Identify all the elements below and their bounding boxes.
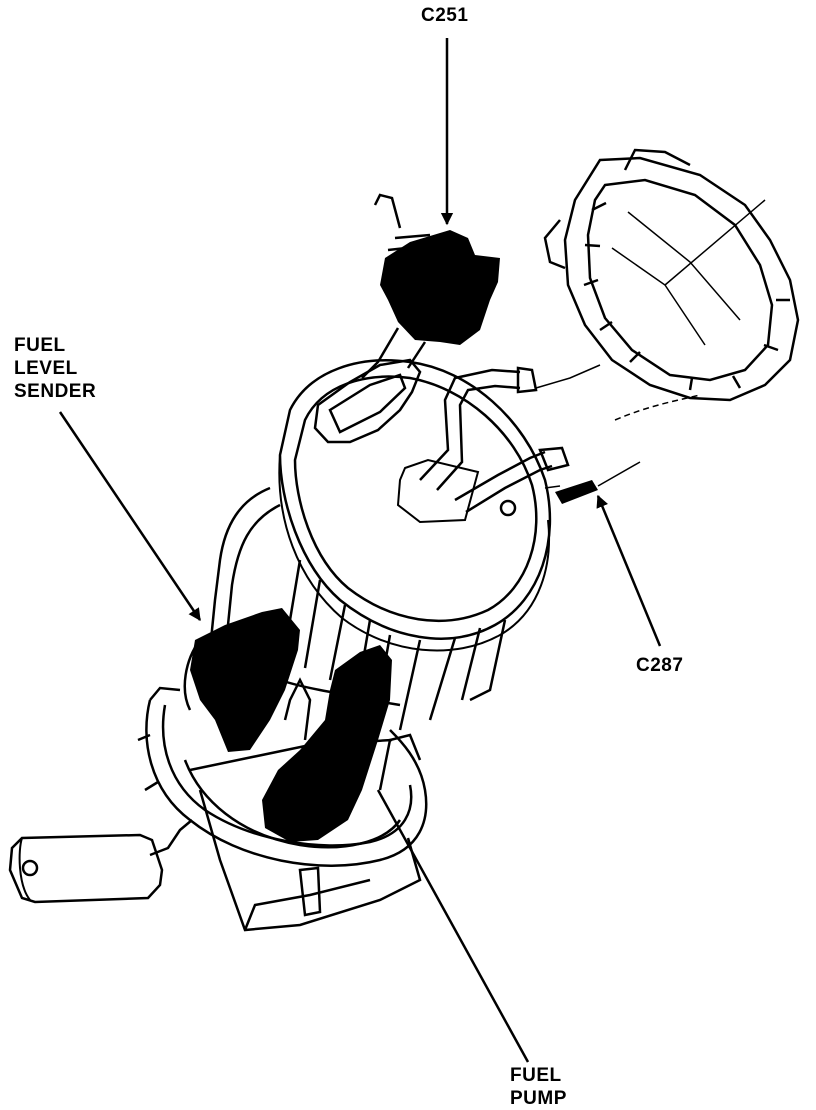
reservoir-basket [137, 686, 428, 932]
c251-label: C251 [421, 4, 468, 27]
fuel-level-sender-line-1: FUEL [14, 335, 66, 356]
c287-label: C287 [636, 654, 683, 677]
fuel-pump-label: FUEL PUMP [510, 1064, 567, 1110]
callout-leader-lines [58, 38, 662, 1063]
fuel-level-sender-line-2: LEVEL [14, 358, 78, 379]
fuel-pump-line-2: PUMP [510, 1088, 567, 1109]
fuel-level-sender-unit [190, 608, 300, 752]
fuel-level-sender-line-3: SENDER [14, 381, 97, 402]
c251-harness [361, 193, 500, 379]
lock-ring [543, 148, 800, 402]
fuel-level-sender-label: FUEL LEVEL SENDER [14, 334, 96, 403]
sender-float [8, 819, 193, 904]
c251-connector [380, 230, 500, 345]
c287-label-text: C287 [636, 655, 684, 676]
pump-module-flange [278, 358, 601, 652]
c251-label-text: C251 [421, 5, 469, 26]
fuel-pump-line-1: FUEL [510, 1065, 562, 1086]
c287-connector [544, 394, 701, 504]
